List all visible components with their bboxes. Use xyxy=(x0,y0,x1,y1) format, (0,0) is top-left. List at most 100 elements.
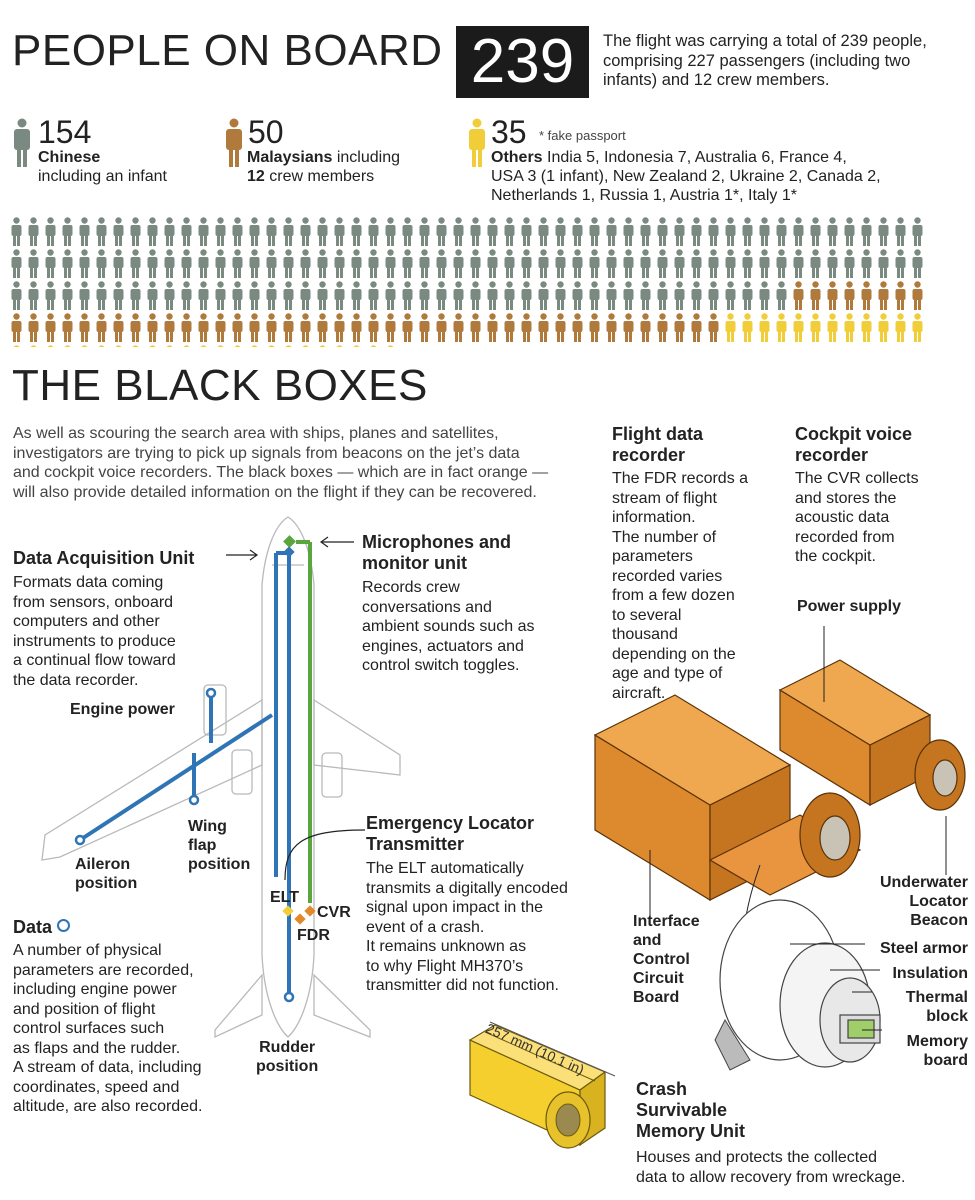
person-icon xyxy=(385,281,396,310)
person-icon xyxy=(28,217,39,246)
people-grid-svg xyxy=(11,217,923,374)
person-icon xyxy=(402,217,413,246)
person-icon xyxy=(436,217,447,246)
person-icon xyxy=(334,345,345,374)
thermal-block-label: Thermal block xyxy=(840,988,968,1026)
interface-label-line: Board xyxy=(633,989,680,1006)
person-icon xyxy=(691,249,702,278)
chinese-note: including an infant xyxy=(38,168,167,185)
person-icon xyxy=(419,217,430,246)
person-icon xyxy=(164,345,175,374)
person-icon xyxy=(317,281,328,310)
person-icon xyxy=(198,313,209,342)
csmu-body-line: Houses and protects the collected xyxy=(636,1149,878,1166)
data-body-line: and position of flight xyxy=(13,1000,156,1018)
person-icon xyxy=(232,249,243,278)
person-icon xyxy=(283,217,294,246)
person-icon xyxy=(266,217,277,246)
malaysian-crew-count: 12 xyxy=(247,168,265,185)
person-icon xyxy=(249,281,260,310)
person-icon xyxy=(623,249,634,278)
rudder-label: Rudder position xyxy=(256,1038,318,1076)
person-icon xyxy=(674,249,685,278)
person-icon xyxy=(317,313,328,342)
beacon-label: Underwater Locator Beacon xyxy=(842,873,968,930)
person-icon xyxy=(487,313,498,342)
person-icon xyxy=(878,249,889,278)
person-icon xyxy=(776,281,787,310)
dau-body-line: instruments to produce xyxy=(13,632,176,650)
person-icon xyxy=(113,249,124,278)
person-icon xyxy=(844,281,855,310)
person-icon xyxy=(657,313,668,342)
person-icon xyxy=(249,345,260,374)
elt-body-line: The ELT automatically xyxy=(366,860,524,877)
person-icon xyxy=(436,249,447,278)
person-icon xyxy=(827,313,838,342)
person-icon xyxy=(181,217,192,246)
person-icon xyxy=(844,217,855,246)
person-icon xyxy=(555,249,566,278)
right-wing xyxy=(313,698,401,776)
mic-body-line: Records crew xyxy=(362,579,460,596)
fdr-body-line: depending on the xyxy=(612,645,736,663)
person-icon xyxy=(453,281,464,310)
person-icon xyxy=(504,249,515,278)
person-icon xyxy=(725,249,736,278)
person-icon xyxy=(487,217,498,246)
person-icon xyxy=(130,217,141,246)
person-icon xyxy=(334,281,345,310)
mic-title: Microphones and monitor unit xyxy=(362,532,511,574)
person-icon xyxy=(147,345,158,374)
elt-title-line: Transmitter xyxy=(366,834,465,854)
person-icon xyxy=(215,217,226,246)
person-icon xyxy=(300,249,311,278)
person-icon xyxy=(810,249,821,278)
elt-body-line: event of a crash. xyxy=(366,918,485,936)
person-icon xyxy=(759,249,770,278)
malaysian-crew-text: 12 crew members xyxy=(247,167,374,187)
fdr-title-line: recorder xyxy=(612,445,686,465)
person-icon xyxy=(895,281,906,310)
people-pictogram-grid xyxy=(0,217,975,374)
fdr-title-line: Flight data xyxy=(612,424,703,444)
person-icon xyxy=(555,281,566,310)
person-icon xyxy=(147,313,158,342)
data-point-icon xyxy=(57,919,71,932)
person-icon xyxy=(62,249,73,278)
person-icon xyxy=(402,281,413,310)
person-icon xyxy=(79,345,90,374)
person-icon xyxy=(385,345,396,374)
person-icon xyxy=(895,217,906,246)
person-icon xyxy=(623,217,634,246)
fdr-body-line: The number of xyxy=(612,528,717,546)
person-icon xyxy=(113,217,124,246)
person-icon xyxy=(28,313,39,342)
memory-label-line: Memory xyxy=(906,1033,968,1050)
power-supply-label: Power supply xyxy=(797,598,902,615)
person-icon xyxy=(691,313,702,342)
person-icon xyxy=(283,281,294,310)
malaysian-rest: including xyxy=(332,149,400,166)
thermal-label-line: block xyxy=(926,1008,968,1025)
rudder-label-line: position xyxy=(256,1058,319,1075)
person-icon xyxy=(538,217,549,246)
person-icon xyxy=(606,313,617,342)
person-icon xyxy=(11,249,22,278)
person-icon xyxy=(300,281,311,310)
cvr-body-line: recorded from xyxy=(795,528,895,546)
person-icon xyxy=(62,281,73,310)
person-icon xyxy=(62,345,73,374)
chinese-count: 154 xyxy=(38,114,92,150)
data-body-line: A stream of data, including xyxy=(13,1059,202,1076)
person-icon xyxy=(130,281,141,310)
data-body-line: as flaps and the rudder. xyxy=(13,1039,181,1057)
person-icon xyxy=(470,217,481,246)
fdr-body: The FDR records a stream of flight infor… xyxy=(612,469,748,703)
person-icon xyxy=(793,249,804,278)
person-icon xyxy=(215,281,226,310)
person-icon xyxy=(844,249,855,278)
person-icon xyxy=(351,281,362,310)
person-icon xyxy=(657,281,668,310)
elt-marker-label: ELT xyxy=(270,889,300,906)
